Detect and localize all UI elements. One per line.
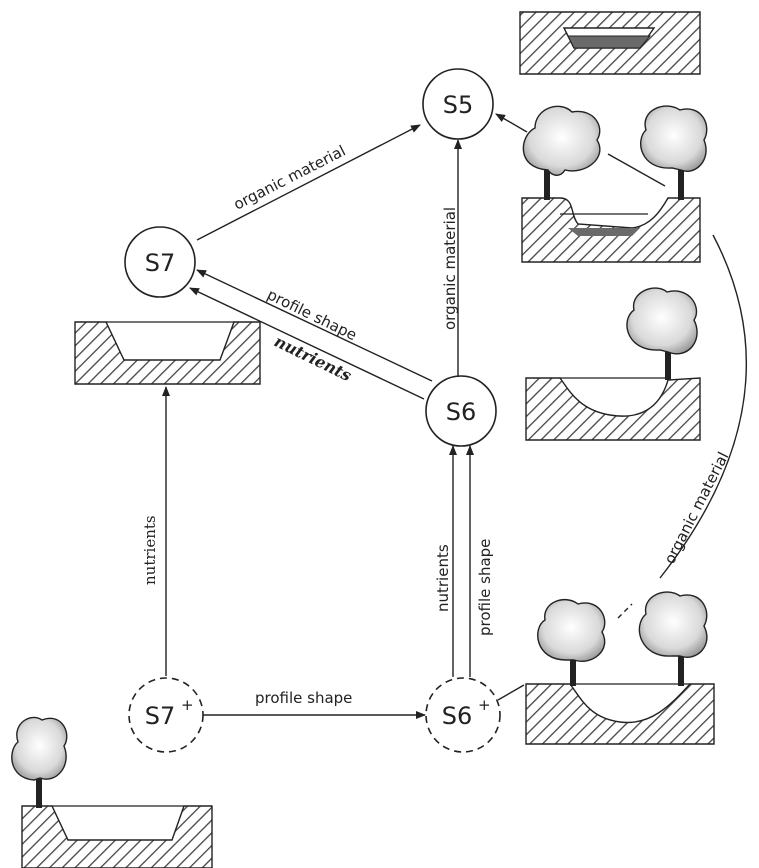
channel-illustration-s6-plus <box>526 592 714 744</box>
edge-s7p-s7-nutrients: nutrients <box>141 387 166 676</box>
channel-illustration-s5-wooded <box>522 106 707 262</box>
tree-icon <box>12 717 67 808</box>
node-s7-label: S7 <box>145 249 176 277</box>
node-s7: S7 <box>125 227 195 297</box>
edge-label-s6p-s6-profile: profile shape <box>476 539 494 636</box>
node-s6-plus-label: S6 <box>442 702 473 730</box>
edge-label-s6-s5: organic material <box>441 207 459 330</box>
node-s7-plus-sup: + <box>181 696 194 714</box>
tree-icon <box>641 106 707 200</box>
node-s6-plus-sup: + <box>478 696 491 714</box>
node-s5: S5 <box>423 69 493 139</box>
edge-s6-s5-organic-material: organic material <box>441 140 459 377</box>
tree-icon <box>523 106 599 200</box>
channel-illustration-s7 <box>75 322 260 384</box>
node-s7-plus-label: S7 <box>145 702 176 730</box>
edge-s7-s5-organic-material: organic material <box>197 125 420 240</box>
edge-s6p-s6-double: nutrients profile shape <box>434 446 494 677</box>
edge-label-s6-s7-nutrients: nutrients <box>271 332 354 386</box>
channel-illustration-s5-clean <box>520 12 700 74</box>
tree-icon <box>639 592 706 686</box>
edge-label-curve: organic material <box>661 449 733 567</box>
channel-illustration-s6 <box>526 288 700 440</box>
edge-s7p-s6p-profile-shape: profile shape <box>202 689 425 715</box>
edge-label-s6p-s6-nutrients: nutrients <box>434 544 452 612</box>
edge-label-s7p-s7: nutrients <box>141 515 159 585</box>
node-s5-label: S5 <box>443 91 474 119</box>
node-s6: S6 <box>426 376 496 446</box>
edge-label-s7-s5: organic material <box>231 142 349 214</box>
node-s6-plus: S6 + <box>426 678 500 752</box>
node-s6-label: S6 <box>446 398 477 426</box>
edge-label-s7p-s6p: profile shape <box>255 689 352 707</box>
node-s7-plus: S7 + <box>129 678 203 752</box>
tree-icon <box>627 288 697 380</box>
tree-icon <box>538 600 605 686</box>
